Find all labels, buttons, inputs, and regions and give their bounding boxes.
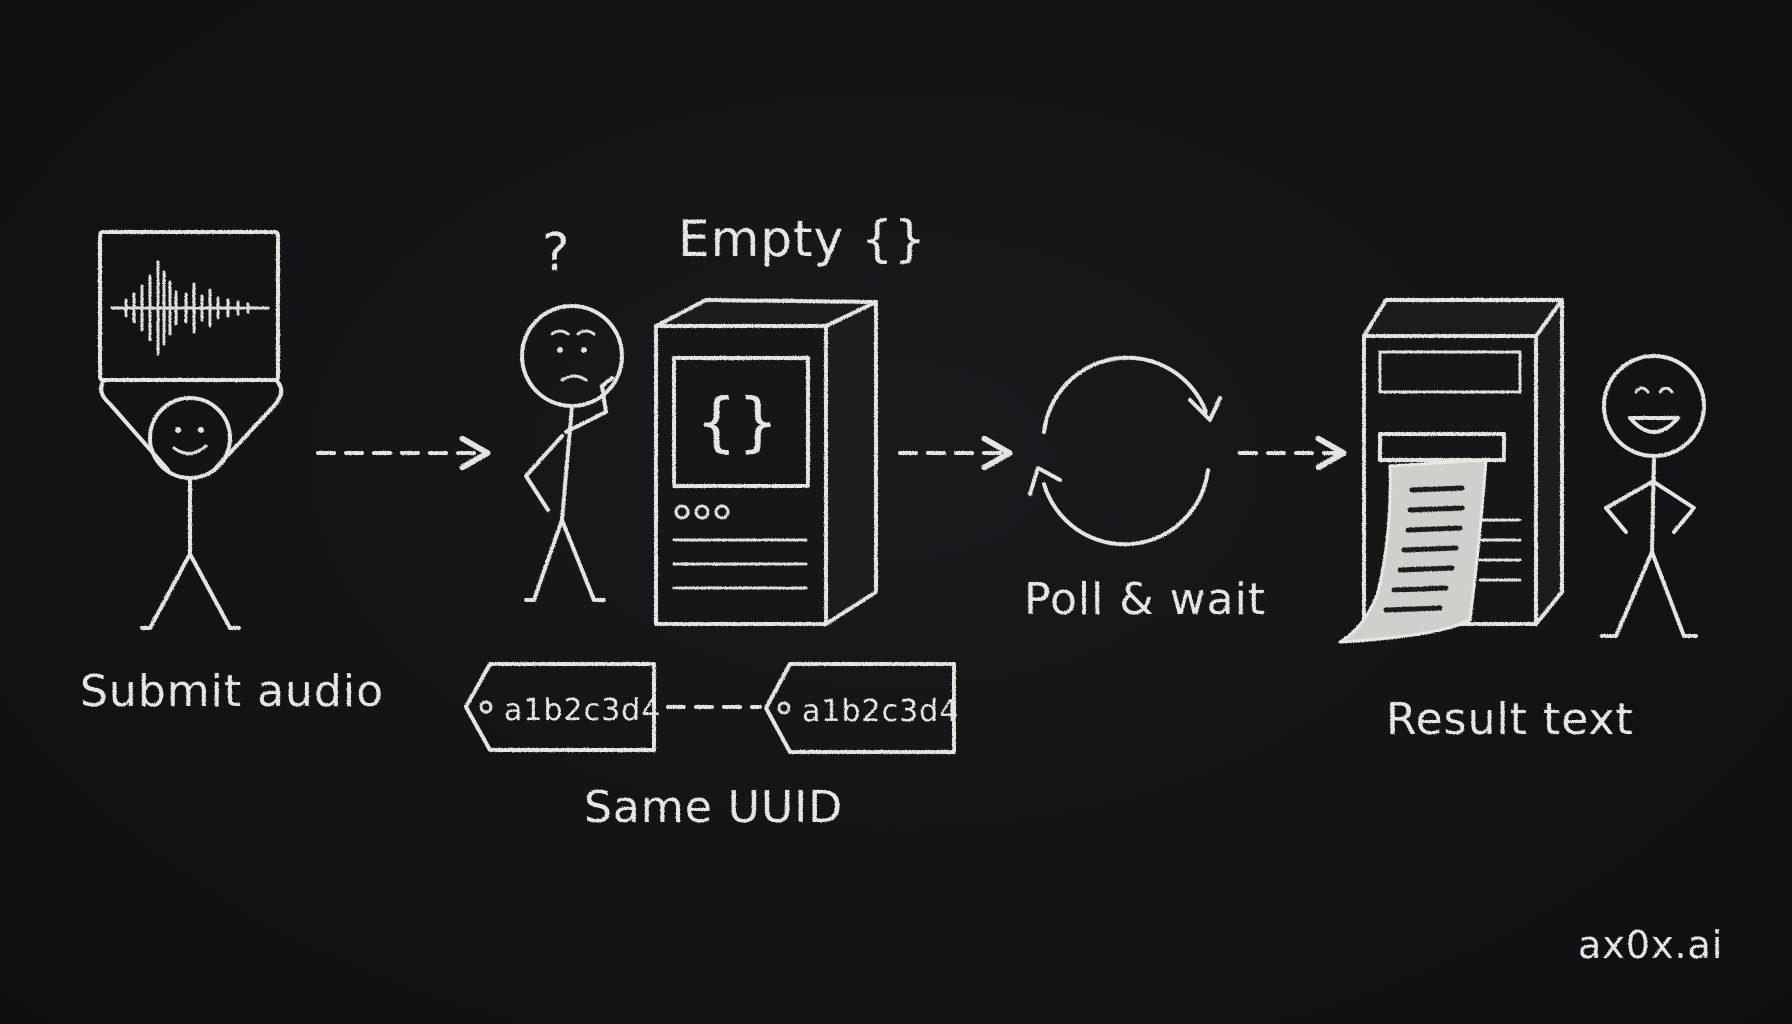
label-empty: Empty {} xyxy=(678,210,927,268)
label-same-uuid: Same UUID xyxy=(584,782,843,833)
server-screen-braces: {} xyxy=(696,386,779,460)
waveform-icon xyxy=(98,230,280,382)
server-icon: Empty {} {} xyxy=(654,210,927,626)
stick-figure-confused: ? xyxy=(520,223,624,602)
uuid-left: a1b2c3d4 xyxy=(504,693,661,728)
uuid-tag-right: a1b2c3d4 xyxy=(764,662,959,754)
refresh-cycle-icon xyxy=(1028,355,1222,547)
question-mark: ? xyxy=(542,223,571,283)
uuid-right: a1b2c3d4 xyxy=(802,694,959,729)
stick-figure-submitter xyxy=(99,378,284,630)
label-submit-audio: Submit audio xyxy=(80,666,384,717)
brand-watermark: ax0x.ai xyxy=(1578,923,1723,967)
audio-card-figure: Submit audio xyxy=(80,230,384,717)
label-result-text: Result text xyxy=(1386,694,1634,745)
printer-server-icon xyxy=(1338,298,1564,644)
uuid-tag-left: a1b2c3d4 xyxy=(464,662,661,752)
label-poll-wait: Poll & wait xyxy=(1024,574,1266,625)
stick-figure-happy xyxy=(1600,354,1706,638)
